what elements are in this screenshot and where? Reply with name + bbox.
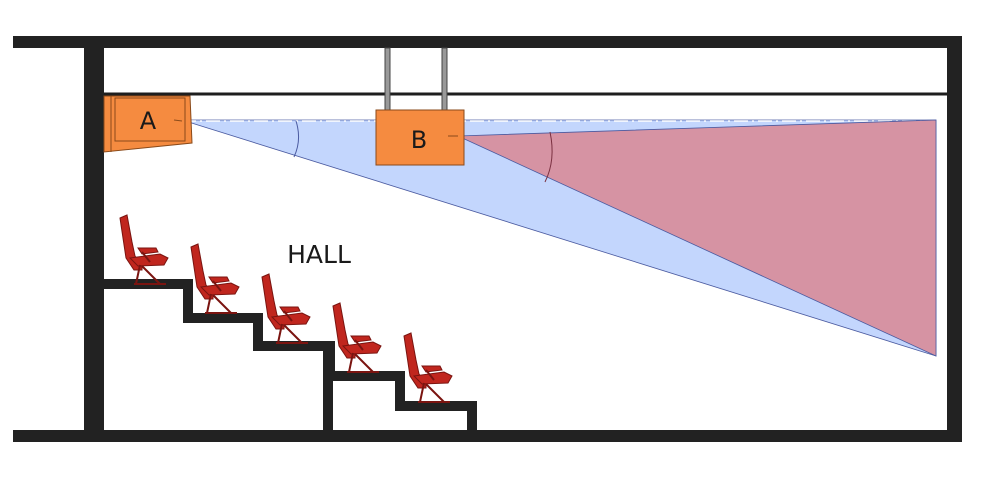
seat bbox=[332, 302, 382, 373]
seat bbox=[403, 332, 453, 403]
projector-b bbox=[375, 109, 465, 166]
seat bbox=[190, 243, 240, 314]
projector-a-label: A bbox=[140, 107, 157, 135]
hanger-left bbox=[384, 47, 391, 111]
beam-a-angle-arc bbox=[293, 120, 300, 158]
projector-a bbox=[103, 95, 193, 153]
projector-b-label: B bbox=[411, 126, 427, 154]
beam-b-angle-arc bbox=[544, 131, 553, 183]
right-wall bbox=[947, 36, 962, 442]
top-wall bbox=[13, 36, 962, 48]
bottom-wall bbox=[13, 430, 962, 442]
hanger-right bbox=[441, 47, 448, 111]
seat bbox=[119, 214, 169, 285]
stepped-floor bbox=[104, 279, 477, 430]
left-wall bbox=[84, 36, 104, 442]
seat bbox=[261, 273, 311, 344]
hall-label: HALL bbox=[287, 240, 351, 269]
projector-b-beam bbox=[457, 119, 937, 357]
